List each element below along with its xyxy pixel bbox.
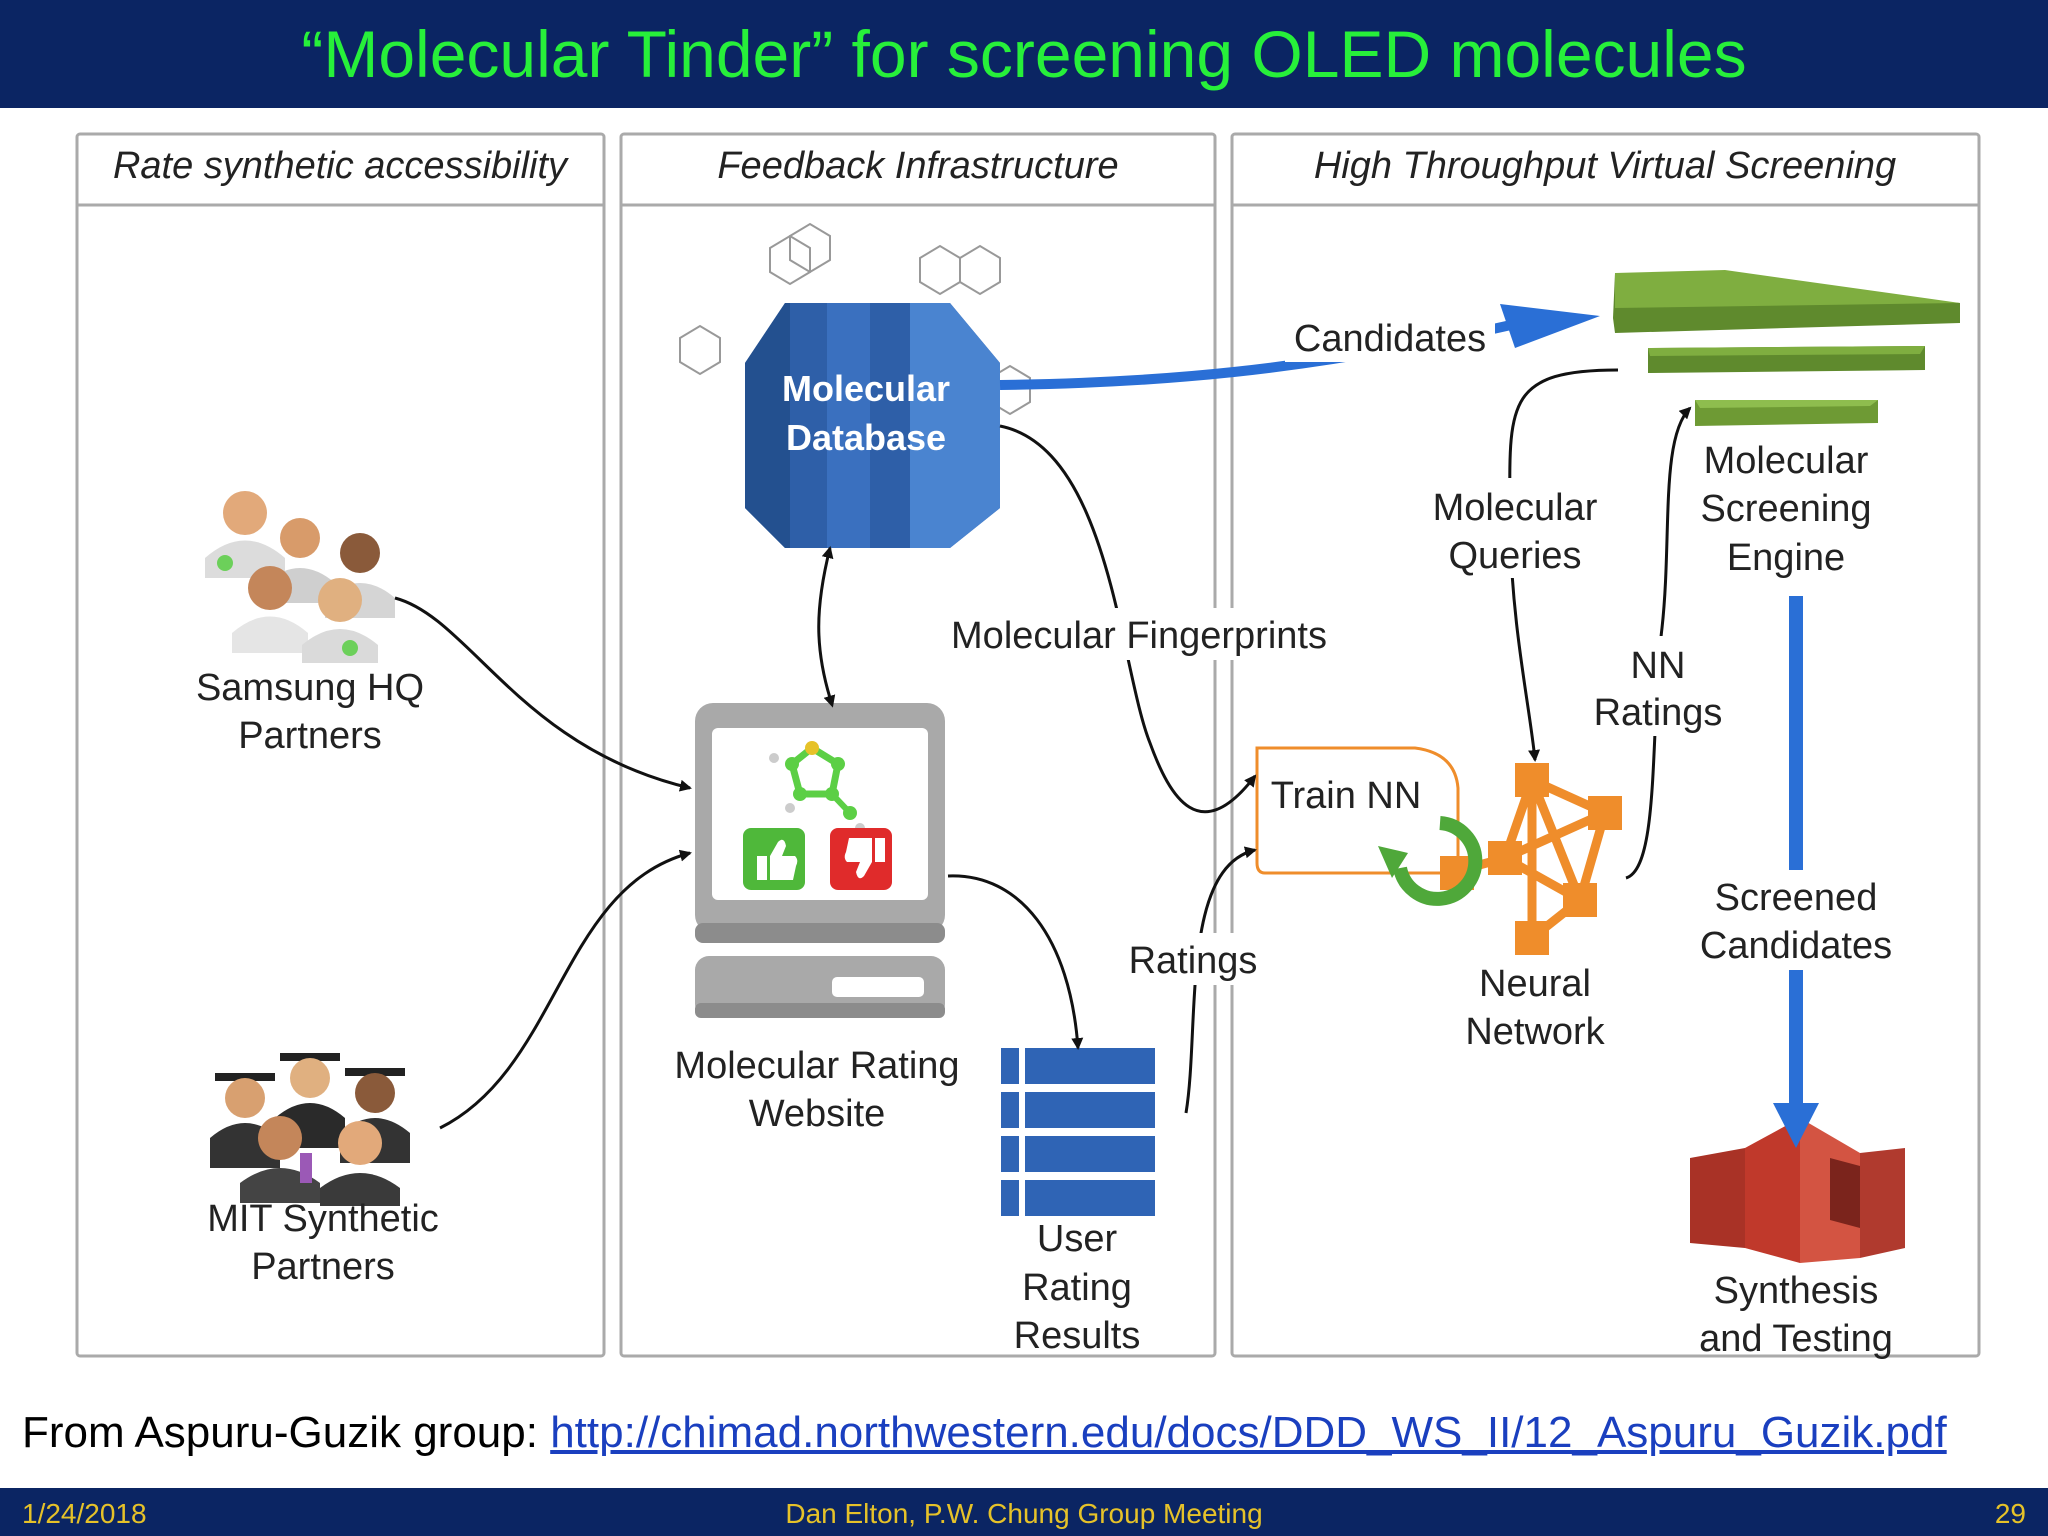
edge-db-website	[817, 546, 836, 708]
samsung-partners-icon	[205, 491, 395, 663]
footer-date: 1/24/2018	[22, 1498, 147, 1529]
panel-left-header: Rate synthetic accessibility	[113, 145, 569, 187]
website-label-line1: Molecular Rating	[674, 1045, 959, 1087]
db-label-line2: Database	[786, 417, 946, 458]
edge-label-fingerprints: Molecular Fingerprints	[951, 615, 1327, 657]
edge-label-screened-line1: Screened	[1715, 877, 1878, 919]
edge-label-nn-ratings-line2: Ratings	[1594, 692, 1723, 734]
db-label-line1: Molecular	[782, 368, 950, 409]
train-nn-node: Train NN	[1255, 746, 1460, 875]
synth-label-line1: Synthesis	[1714, 1270, 1879, 1312]
panel-right-header: High Throughput Virtual Screening	[1314, 145, 1896, 187]
edge-label-nn-ratings-line1: NN	[1631, 645, 1686, 687]
edge-website-to-results	[947, 874, 1084, 1050]
footer-page-number: 29	[1994, 1498, 2026, 1529]
screened-arrowhead	[1773, 1103, 1819, 1148]
edge-label-queries-line2: Queries	[1448, 535, 1581, 577]
slide-title: “Molecular Tinder” for screening OLED mo…	[301, 17, 1747, 91]
results-label-line2: Rating	[1022, 1267, 1132, 1309]
thumbs-up-icon	[743, 828, 805, 890]
source-prefix: From Aspuru-Guzik group:	[22, 1408, 551, 1457]
nn-label-line2: Network	[1465, 1011, 1605, 1053]
source-link[interactable]: http://chimad.northwestern.edu/docs/DDD_…	[550, 1408, 1947, 1457]
edge-nn-ratings	[1625, 406, 1692, 880]
source-citation: From Aspuru-Guzik group: http://chimad.n…	[22, 1408, 1947, 1458]
edge-label-candidates: Candidates	[1294, 318, 1486, 360]
molecular-database-node: Molecular Database	[745, 303, 1000, 548]
thumbs-down-icon	[830, 828, 892, 890]
refresh-icon	[1378, 816, 1483, 906]
edge-mit-to-website	[439, 849, 692, 1130]
edge-label-queries-line1: Molecular	[1433, 487, 1598, 529]
rating-results-icon	[1001, 1048, 1155, 1216]
screening-engine-icon	[1613, 270, 1960, 426]
engine-label-line1: Molecular	[1704, 440, 1869, 482]
panel-middle-header: Feedback Infrastructure	[717, 145, 1118, 187]
candidates-arrowhead	[1500, 304, 1600, 348]
panel-left: Rate synthetic accessibility	[75, 132, 606, 1358]
website-label-line2: Website	[749, 1093, 886, 1135]
synthesis-testing-icon	[1690, 1118, 1905, 1263]
mit-partners-icon	[210, 1053, 410, 1206]
mit-label-line2: Partners	[251, 1246, 395, 1288]
engine-label-line3: Engine	[1727, 537, 1845, 579]
footer-center: Dan Elton, P.W. Chung Group Meeting	[785, 1498, 1263, 1529]
mit-label-line1: MIT Synthetic	[207, 1198, 439, 1240]
edge-label-screened-line2: Candidates	[1700, 925, 1892, 967]
workflow-diagram: Rate synthetic accessibility Feedback In…	[75, 132, 1981, 1360]
samsung-label-line2: Partners	[238, 715, 382, 757]
edge-samsung-to-website	[394, 596, 692, 792]
neural-network-icon	[1440, 763, 1622, 955]
samsung-label-line1: Samsung HQ	[196, 667, 424, 709]
train-nn-label: Train NN	[1271, 775, 1422, 817]
nn-label-line1: Neural	[1479, 963, 1591, 1005]
title-bar: “Molecular Tinder” for screening OLED mo…	[0, 0, 2048, 108]
synth-label-line2: and Testing	[1699, 1318, 1893, 1360]
molecule-sketches	[679, 222, 1031, 416]
footer-bar: 1/24/2018 Dan Elton, P.W. Chung Group Me…	[0, 1488, 2048, 1536]
rating-website-node	[695, 703, 945, 1018]
engine-label-line2: Screening	[1700, 488, 1871, 530]
edge-fingerprints	[999, 424, 1257, 814]
edge-label-ratings: Ratings	[1129, 940, 1258, 982]
molecule-ball-stick	[769, 741, 865, 833]
results-label-line3: Results	[1014, 1315, 1141, 1357]
results-label-line1: User	[1037, 1218, 1118, 1260]
